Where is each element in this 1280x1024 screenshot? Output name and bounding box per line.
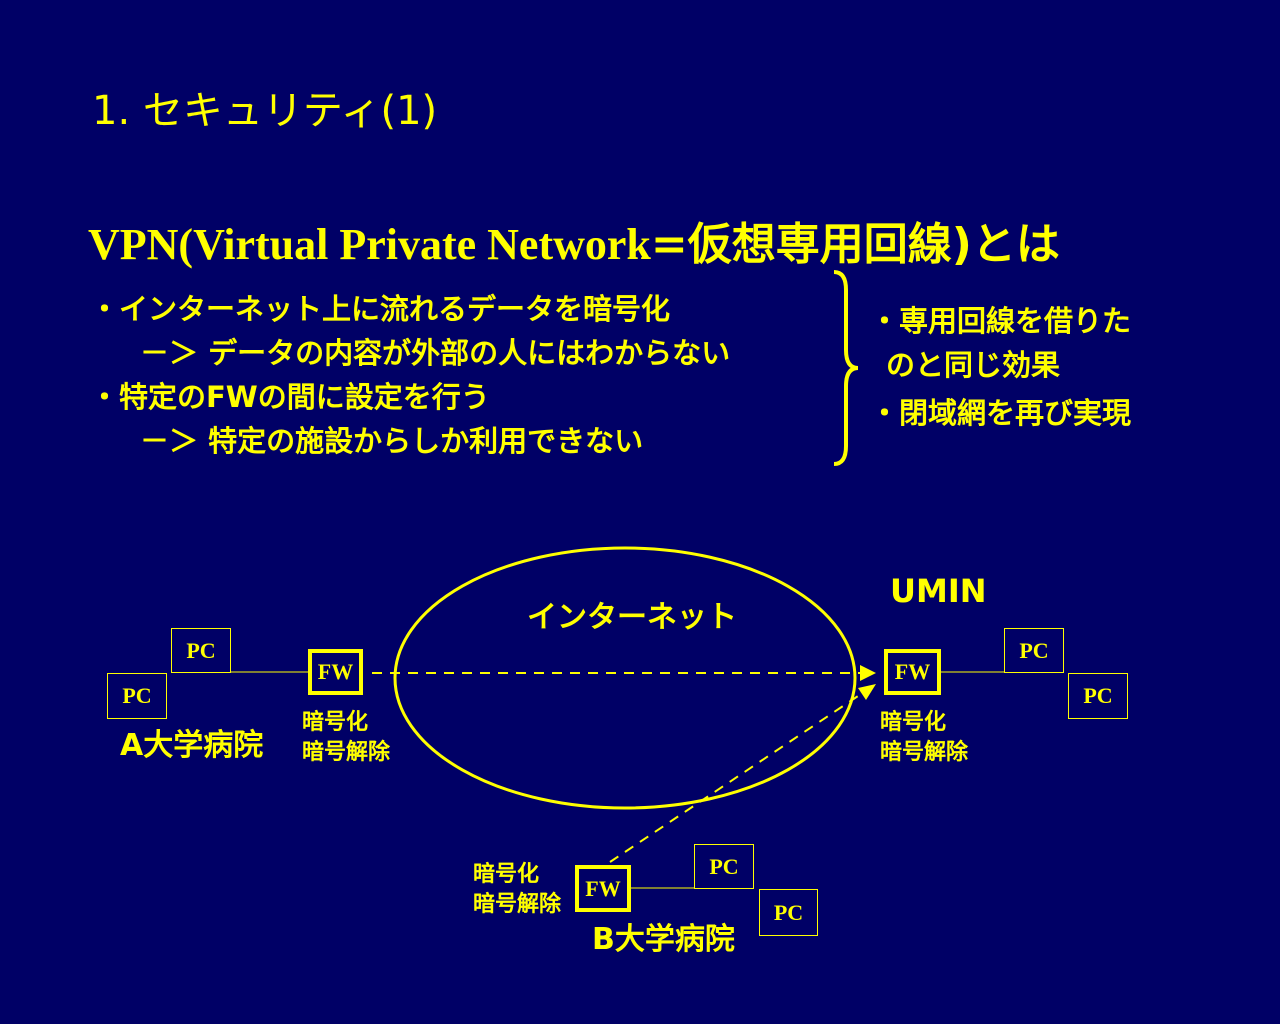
pc-a-2: PC	[107, 673, 167, 719]
arrowhead-a	[860, 665, 876, 681]
bullet-encrypt-result: －＞ データの内容が外部の人にはわからない	[140, 336, 731, 370]
fw-umin-decrypt: 暗号解除	[880, 740, 969, 765]
vpn-tunnel-b	[609, 691, 865, 863]
bullet-fw-setting: ・特定のFWの間に設定を行う	[90, 380, 490, 414]
fw-a-encrypt: 暗号化	[302, 710, 369, 735]
fw-a: FW	[308, 649, 363, 695]
bullet-fw-result: －＞ 特定の施設からしか利用できない	[140, 424, 644, 458]
bullet-leased-line: ・専用回線を借りた	[870, 304, 1132, 338]
fw-b-decrypt: 暗号解除	[473, 892, 562, 917]
slide-title: 1. セキュリティ(1)	[92, 88, 438, 134]
bullet-encrypt: ・インターネット上に流れるデータを暗号化	[90, 292, 671, 326]
arrowhead-b	[858, 684, 876, 700]
pc-b-1: PC	[694, 844, 754, 889]
pc-a-1: PC	[171, 628, 231, 673]
internet-label: インターネット	[527, 600, 737, 635]
fw-b: FW	[575, 865, 631, 912]
curly-brace	[833, 270, 859, 466]
pc-umin-2: PC	[1068, 673, 1128, 719]
fw-b-encrypt: 暗号化	[473, 862, 540, 887]
pc-umin-1: PC	[1004, 628, 1064, 673]
umin-label: UMIN	[890, 572, 987, 610]
hospital-a-label: A大学病院	[120, 728, 264, 763]
fw-umin-encrypt: 暗号化	[880, 710, 947, 735]
fw-umin: FW	[884, 649, 941, 695]
internet-ellipse	[393, 546, 857, 810]
vpn-heading: VPN(Virtual Private Network=仮想専用回線)とは	[88, 208, 1060, 272]
pc-b-2: PC	[759, 889, 818, 936]
bullet-leased-line-cont: のと同じ効果	[886, 348, 1061, 382]
hospital-b-label: B大学病院	[592, 922, 735, 957]
vpn-heading-prefix: VPN(Virtual Private Network	[88, 220, 651, 269]
fw-a-decrypt: 暗号解除	[302, 740, 391, 765]
bullet-closed-network: ・閉域網を再び実現	[870, 396, 1132, 430]
vpn-heading-suffix: =仮想専用回線)とは	[650, 219, 1060, 270]
